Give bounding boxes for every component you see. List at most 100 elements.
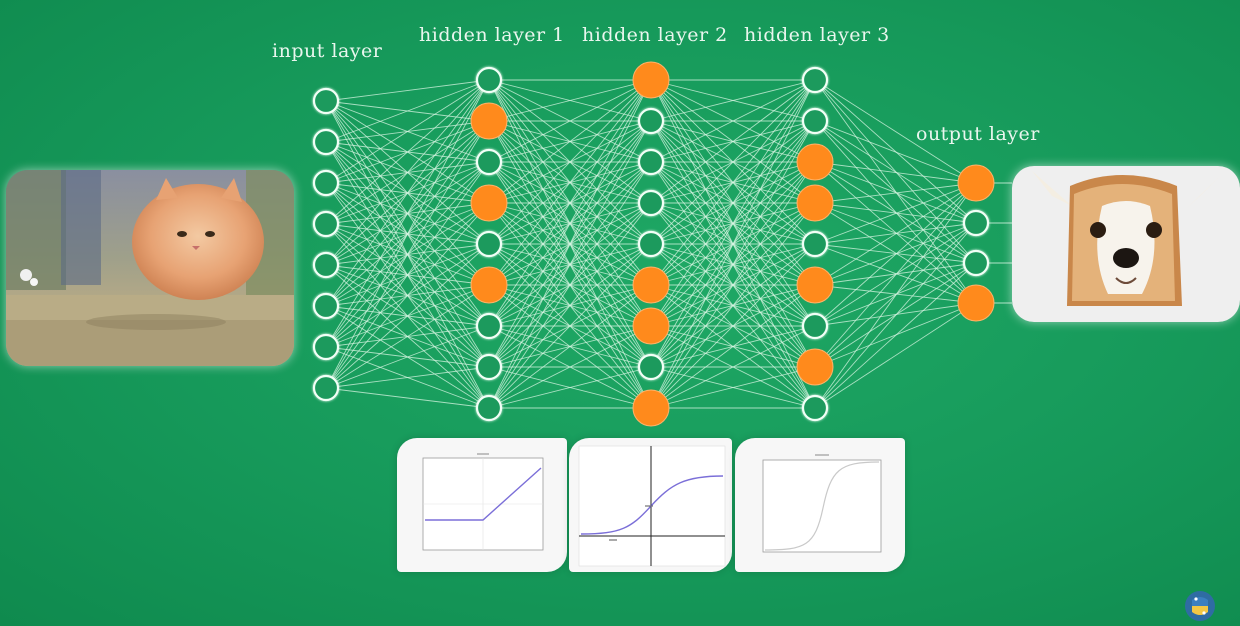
hidden2-node-inactive bbox=[637, 189, 665, 217]
network-edge bbox=[814, 202, 977, 304]
hidden3-node-inactive bbox=[801, 230, 829, 258]
network-edge bbox=[325, 79, 490, 266]
hidden3-node-inactive bbox=[801, 107, 829, 135]
input-layer-label: input layer bbox=[272, 40, 383, 62]
hidden2-node-inactive bbox=[637, 107, 665, 135]
hidden2-node-inactive bbox=[637, 353, 665, 381]
hidden1-node-inactive bbox=[475, 66, 503, 94]
dog-photo bbox=[1012, 166, 1240, 322]
hidden-layer-1-label: hidden layer 1 bbox=[419, 24, 565, 46]
network-edge bbox=[650, 79, 816, 327]
hidden2-node-active bbox=[632, 307, 670, 345]
network-edge bbox=[814, 182, 977, 286]
network-edge bbox=[325, 79, 490, 184]
tanh-plot-graphic bbox=[578, 445, 726, 567]
network-edge bbox=[814, 79, 977, 184]
output-node-inactive bbox=[962, 209, 990, 237]
hidden1-node-inactive bbox=[475, 353, 503, 381]
network-edge bbox=[814, 161, 977, 184]
sigmoid-plot bbox=[735, 438, 905, 572]
network-edge bbox=[325, 120, 490, 389]
network-edge bbox=[325, 79, 490, 307]
hidden2-node-active bbox=[632, 266, 670, 304]
network-edge bbox=[650, 79, 816, 245]
sigmoid-plot-graphic bbox=[762, 454, 882, 553]
network-edge bbox=[325, 79, 490, 143]
tanh-plot bbox=[569, 438, 732, 572]
network-edge bbox=[650, 79, 816, 286]
output-node-inactive bbox=[962, 249, 990, 277]
python-logo-graphic bbox=[1185, 591, 1215, 621]
network-edge bbox=[814, 262, 977, 409]
network-edge bbox=[814, 222, 977, 409]
network-edge bbox=[488, 79, 652, 204]
input-node-inactive bbox=[312, 251, 340, 279]
network-edge bbox=[814, 243, 977, 264]
input-node-inactive bbox=[312, 87, 340, 115]
network-edge bbox=[814, 182, 977, 327]
network-edge bbox=[488, 79, 652, 327]
network-edge bbox=[814, 182, 977, 368]
network-edge bbox=[814, 120, 977, 184]
network-edge bbox=[325, 284, 490, 389]
input-node-inactive bbox=[312, 210, 340, 238]
input-node-inactive bbox=[312, 292, 340, 320]
cat-photo-illustration bbox=[6, 170, 294, 366]
network-edge bbox=[650, 202, 816, 409]
input-node-inactive bbox=[312, 128, 340, 156]
network-nodes bbox=[312, 61, 995, 427]
network-edge bbox=[488, 202, 652, 409]
hidden1-node-active bbox=[470, 266, 508, 304]
relu-plot-graphic bbox=[422, 453, 544, 551]
network-edge bbox=[650, 79, 816, 122]
network-edge bbox=[488, 79, 652, 122]
network-edge bbox=[488, 79, 652, 368]
network-edge bbox=[488, 79, 652, 409]
hidden3-node-active bbox=[796, 266, 834, 304]
hidden1-node-inactive bbox=[475, 394, 503, 422]
network-edges bbox=[325, 79, 1012, 409]
input-node-inactive bbox=[312, 333, 340, 361]
network-edge bbox=[488, 120, 652, 409]
network-edge bbox=[325, 79, 490, 348]
network-edge bbox=[814, 202, 977, 224]
python-logo-icon bbox=[1184, 590, 1216, 622]
network-edge bbox=[488, 243, 652, 409]
dog-photo-illustration bbox=[1012, 166, 1240, 322]
hidden-layer-2-label: hidden layer 2 bbox=[582, 24, 728, 46]
network-edge bbox=[650, 120, 816, 409]
input-node-inactive bbox=[312, 374, 340, 402]
network-edge bbox=[814, 182, 977, 204]
hidden2-node-inactive bbox=[637, 148, 665, 176]
network-edge bbox=[325, 79, 490, 389]
hidden3-node-active bbox=[796, 184, 834, 222]
hidden1-node-inactive bbox=[475, 312, 503, 340]
network-edge bbox=[814, 120, 977, 264]
relu-plot bbox=[397, 438, 567, 572]
network-edge bbox=[814, 161, 977, 264]
network-edge bbox=[650, 79, 816, 409]
network-edge bbox=[814, 284, 977, 304]
network-edge bbox=[814, 161, 977, 224]
network-edge bbox=[325, 387, 490, 409]
hidden1-node-active bbox=[470, 102, 508, 140]
output-node-active bbox=[957, 164, 995, 202]
network-edge bbox=[650, 325, 816, 409]
hidden3-node-inactive bbox=[801, 312, 829, 340]
network-edge bbox=[488, 161, 652, 409]
input-node-inactive bbox=[312, 169, 340, 197]
cat-photo bbox=[6, 170, 294, 366]
network-edge bbox=[650, 79, 816, 368]
network-edge bbox=[650, 79, 816, 163]
hidden1-node-inactive bbox=[475, 230, 503, 258]
network-edge bbox=[814, 182, 977, 245]
network-edge bbox=[488, 79, 652, 163]
network-edge bbox=[650, 79, 816, 204]
network-edge bbox=[650, 161, 816, 409]
network-edge bbox=[814, 120, 977, 224]
hidden3-node-active bbox=[796, 143, 834, 181]
hidden3-node-inactive bbox=[801, 394, 829, 422]
hidden3-node-inactive bbox=[801, 66, 829, 94]
network-edge bbox=[488, 325, 652, 409]
